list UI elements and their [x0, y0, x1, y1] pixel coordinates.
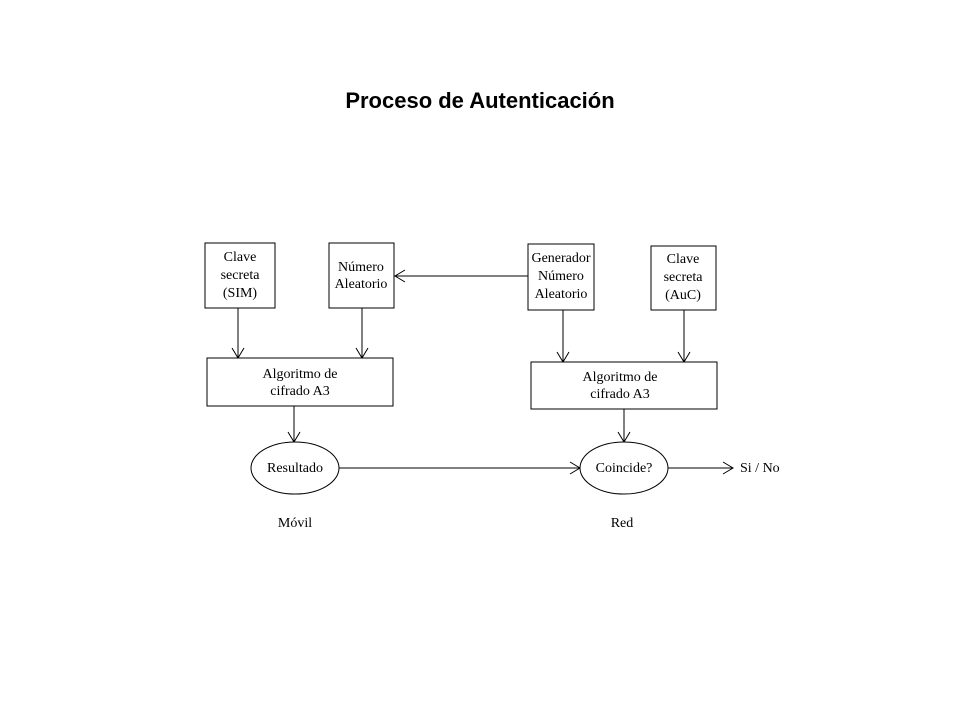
- node-label: Coincide?: [596, 461, 653, 476]
- arrowhead: [394, 269, 406, 283]
- node-label: Resultado: [267, 461, 323, 476]
- arrowhead: [722, 461, 734, 475]
- node-numero-aleatorio: Número Aleatorio: [328, 242, 395, 309]
- node-algoritmo-cifrado-movil: Algoritmo de cifrado A3: [206, 357, 394, 407]
- node-label: secreta: [221, 268, 261, 283]
- node-clave-secreta-auc: Clave secreta (AuC): [650, 245, 717, 311]
- node-label: Clave: [224, 250, 257, 265]
- node-resultado: Resultado: [250, 441, 340, 495]
- page-title: Proceso de Autenticación: [345, 88, 615, 113]
- node-generador-numero-aleatorio: Generador Número Aleatorio: [527, 243, 595, 311]
- node-label: cifrado A3: [590, 387, 649, 402]
- side-label-movil: Móvil: [278, 516, 312, 531]
- node-label: Aleatorio: [335, 277, 388, 292]
- node-clave-secreta-sim: Clave secreta (SIM): [204, 242, 276, 309]
- node-coincide: Coincide?: [579, 441, 669, 495]
- node-algoritmo-cifrado-red: Algoritmo de cifrado A3: [530, 361, 718, 410]
- node-label: Algoritmo de: [262, 367, 337, 382]
- node-label: Número: [338, 260, 384, 275]
- node-label: Algoritmo de: [582, 370, 657, 385]
- node-label: (AuC): [665, 288, 701, 303]
- outcome-label: Si / No: [740, 461, 780, 476]
- node-label: Número: [538, 269, 584, 284]
- node-label: (SIM): [223, 286, 258, 301]
- node-label: Generador: [531, 251, 590, 266]
- side-label-red: Red: [611, 516, 634, 531]
- node-label: cifrado A3: [270, 384, 329, 399]
- node-label: Aleatorio: [535, 287, 588, 302]
- node-label: secreta: [664, 270, 704, 285]
- node-label: Clave: [667, 252, 700, 267]
